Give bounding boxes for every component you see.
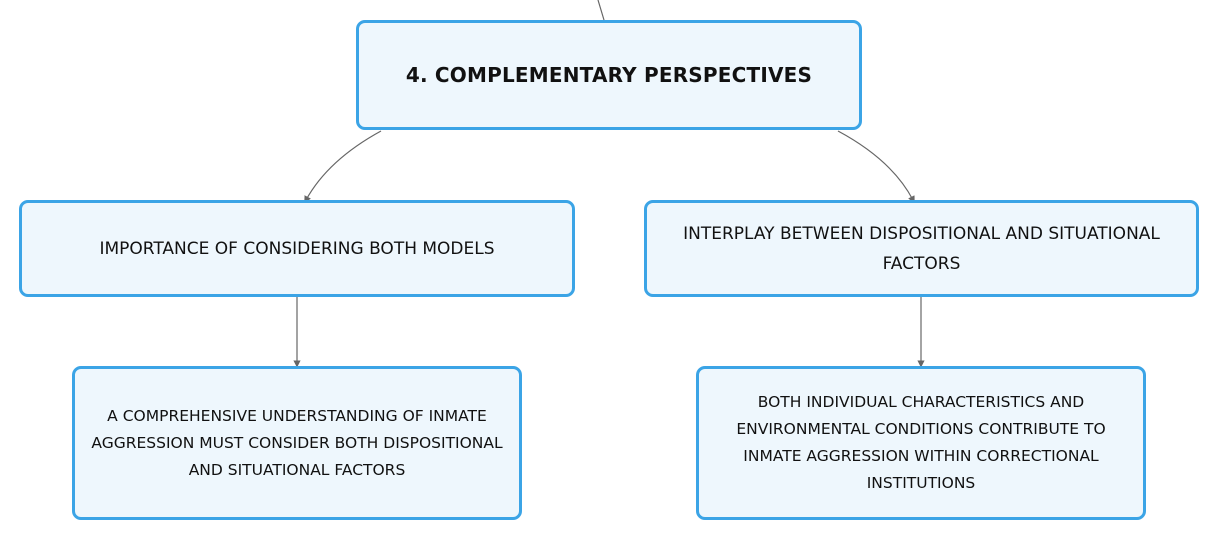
- branch-node-interplay[interactable]: INTERPLAY BETWEEN DISPOSITIONAL AND SITU…: [644, 200, 1199, 297]
- root-node-label: 4. COMPLEMENTARY PERSPECTIVES: [405, 63, 813, 87]
- leaf-node-individual-environmental-label: BOTH INDIVIDUAL CHARACTERISTICS AND ENVI…: [736, 393, 1106, 492]
- connector-parent-in: [597, 0, 605, 21]
- connector-root-to-left: [304, 130, 382, 204]
- connector-root-to-right: [837, 130, 915, 204]
- leaf-node-comprehensive-understanding-label: A COMPREHENSIVE UNDERSTANDING OF INMATE …: [91, 406, 503, 479]
- leaf-node-individual-environmental[interactable]: BOTH INDIVIDUAL CHARACTERISTICS AND ENVI…: [696, 366, 1146, 520]
- root-node[interactable]: 4. COMPLEMENTARY PERSPECTIVES: [356, 20, 862, 130]
- branch-node-importance[interactable]: IMPORTANCE OF CONSIDERING BOTH MODELS: [19, 200, 575, 297]
- branch-node-interplay-label: INTERPLAY BETWEEN DISPOSITIONAL AND SITU…: [683, 223, 1160, 274]
- branch-node-importance-label: IMPORTANCE OF CONSIDERING BOTH MODELS: [99, 238, 495, 259]
- leaf-node-comprehensive-understanding[interactable]: A COMPREHENSIVE UNDERSTANDING OF INMATE …: [72, 366, 522, 520]
